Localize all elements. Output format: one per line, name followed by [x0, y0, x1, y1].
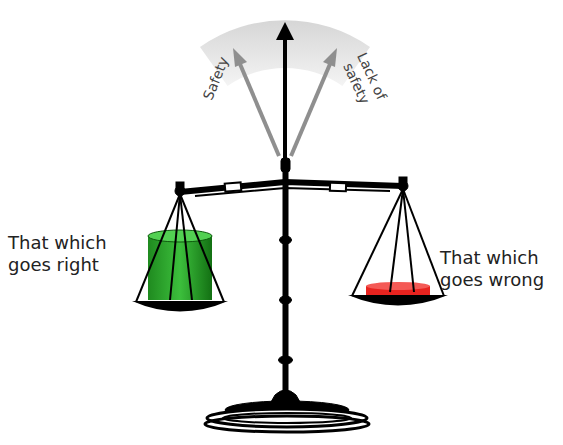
- pan-label: That which goes right: [8, 232, 136, 275]
- pan-label: That which goes wrong: [440, 247, 558, 290]
- gauge-pointer: [276, 22, 294, 160]
- right-pan: [348, 189, 448, 306]
- left-pan: [132, 194, 228, 312]
